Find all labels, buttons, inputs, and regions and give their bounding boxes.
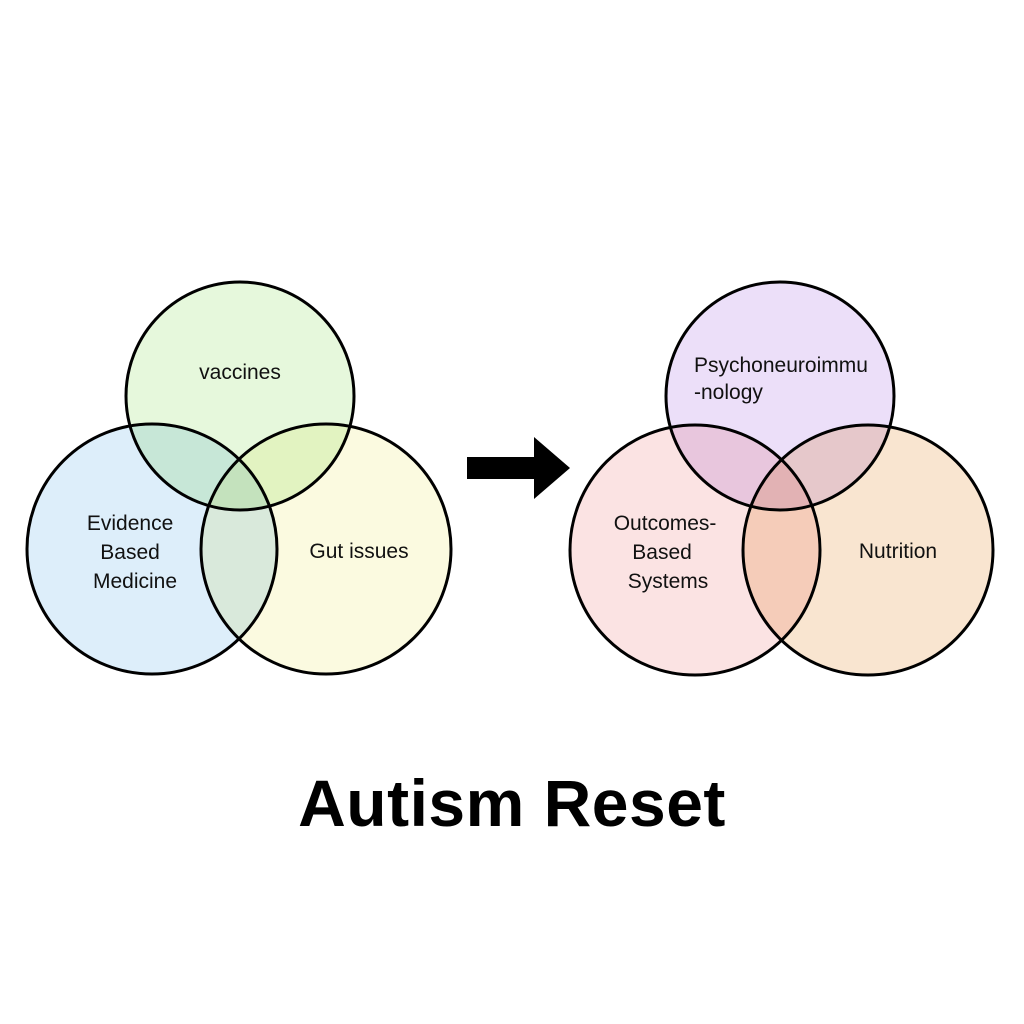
right-arrow-icon [467, 437, 570, 499]
evidence-based-medicine-circle-fill [27, 424, 277, 674]
page-title: Autism Reset [298, 766, 726, 840]
left-venn-outlines [25, 280, 453, 676]
outcomes-based-systems-label: Outcomes- Based Systems [614, 512, 723, 593]
outcomes-based-systems-circle-fill [570, 425, 820, 675]
nutrition-label: Nutrition [859, 540, 937, 563]
gut-issues-circle-outline [199, 422, 453, 676]
left-venn-diagram: vaccines Evidence Based Medicine Gut iss… [25, 280, 453, 676]
vaccines-circle-outline [124, 280, 356, 512]
psychoneuroimmunology-circle-outline [664, 280, 896, 512]
vaccines-label: vaccines [199, 361, 281, 384]
evidence-based-medicine-label: Evidence Based Medicine [87, 512, 179, 593]
evidence-based-medicine-circle-outline [25, 422, 279, 676]
right-venn-outlines [568, 280, 995, 677]
left-venn-fills [27, 282, 451, 674]
arrow-head [534, 437, 570, 499]
gut-issues-label: Gut issues [309, 540, 408, 563]
nutrition-circle-fill [743, 425, 993, 675]
psychoneuroimmunology-label: Psychoneuroimmu -nology [694, 354, 874, 404]
outcomes-based-systems-circle-outline [568, 423, 822, 677]
arrow-shaft [467, 457, 539, 479]
nutrition-circle-outline [741, 423, 995, 677]
gut-issues-circle-fill [201, 424, 451, 674]
right-venn-diagram: Psychoneuroimmu -nology Outcomes- Based … [568, 280, 995, 677]
right-venn-fills [570, 282, 993, 675]
